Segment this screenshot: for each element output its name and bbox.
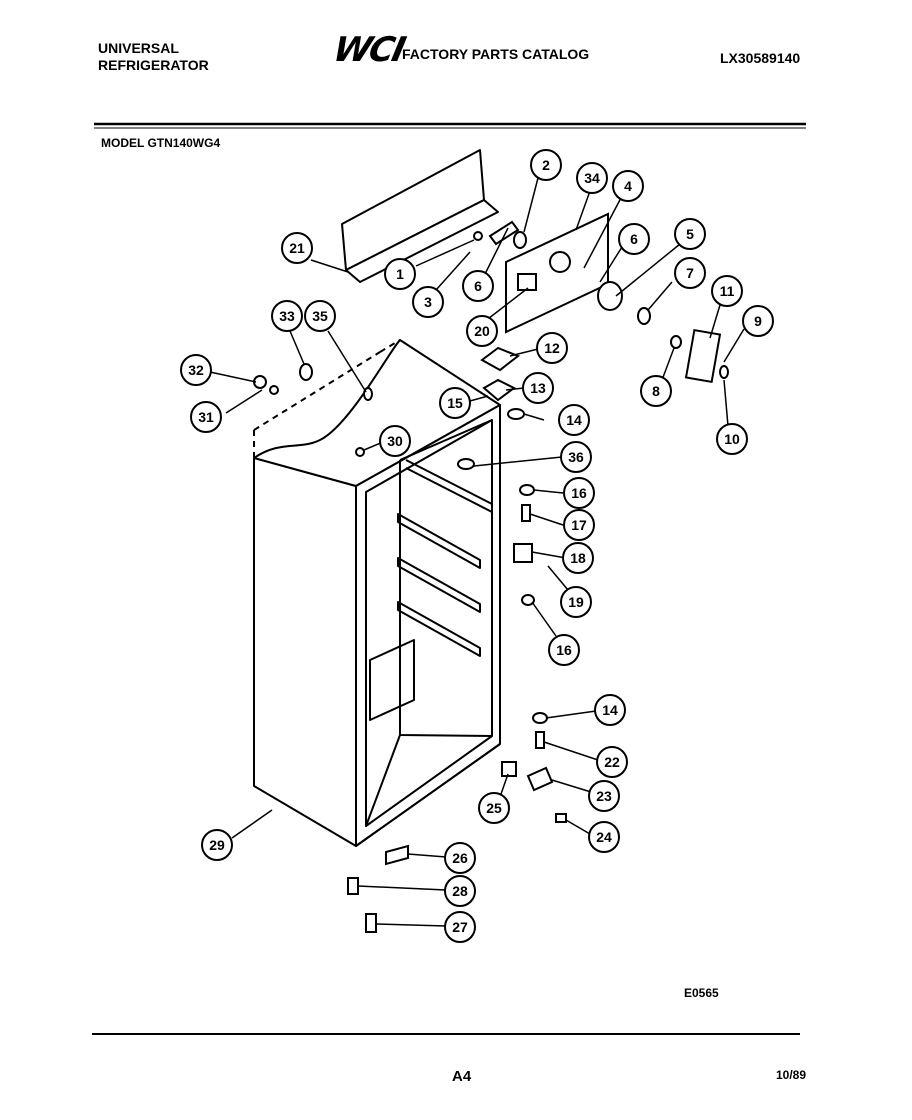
svg-text:31: 31 [198,409,214,425]
callout-18: 18 [562,542,594,574]
callout-21: 21 [281,232,313,264]
callouts: 1 2 3 4 5 6 6 7 8 9 10 11 12 13 14 14 15… [180,149,774,943]
svg-text:5: 5 [686,226,694,242]
small-parts [253,220,729,933]
svg-text:14: 14 [566,412,582,428]
callout-28: 28 [444,875,476,907]
svg-text:32: 32 [188,362,204,378]
svg-text:23: 23 [596,788,612,804]
svg-text:35: 35 [312,308,328,324]
callout-25: 25 [478,792,510,824]
svg-text:6: 6 [630,231,638,247]
refrigerator-cabinet [253,339,501,847]
callout-3: 3 [412,286,444,318]
svg-text:21: 21 [289,240,305,256]
svg-text:13: 13 [530,380,546,396]
callout-34: 34 [576,162,608,194]
diagram-code: E0565 [684,986,719,1000]
svg-text:30: 30 [387,433,403,449]
svg-text:19: 19 [568,594,584,610]
svg-text:15: 15 [447,395,463,411]
svg-text:4: 4 [624,178,632,194]
svg-text:11: 11 [720,283,735,299]
callout-1: 1 [384,258,416,290]
svg-text:24: 24 [596,829,612,845]
svg-text:18: 18 [570,550,586,566]
svg-text:3: 3 [424,294,432,310]
model-label: MODEL GTN140WG4 [101,136,221,150]
callout-15: 15 [439,387,471,419]
svg-text:27: 27 [452,919,468,935]
callout-6a: 6 [618,223,650,255]
callout-19: 19 [560,586,592,618]
page-code: A4 [452,1068,472,1085]
svg-text:8: 8 [652,383,660,399]
callout-29: 29 [201,829,233,861]
callout-20: 20 [466,315,498,347]
svg-text:26: 26 [452,850,468,866]
svg-text:16: 16 [556,642,572,658]
callout-6b: 6 [462,270,494,302]
svg-text:29: 29 [209,837,225,853]
svg-text:7: 7 [686,265,694,281]
top-cover-part [341,149,499,283]
callout-30: 30 [379,425,411,457]
callout-8: 8 [640,375,672,407]
callout-12: 12 [536,332,568,364]
svg-text:6: 6 [474,278,482,294]
svg-text:2: 2 [542,157,550,173]
callout-27: 27 [444,911,476,943]
catalog-number: LX30589140 [720,50,801,66]
brand-block: UNIVERSAL REFRIGERATOR [98,40,209,74]
callout-9: 9 [742,305,774,337]
callout-10: 10 [716,423,748,455]
svg-text:22: 22 [604,754,620,770]
svg-text:14: 14 [602,702,618,718]
leader-lines [209,177,745,927]
svg-text:36: 36 [568,449,584,465]
brand-line-1: UNIVERSAL [98,40,179,56]
brand-line-2: REFRIGERATOR [98,57,209,73]
callout-11: 11 [711,275,743,307]
svg-text:9: 9 [754,313,762,329]
catalog-date: 10/89 [776,1068,807,1082]
callout-17: 17 [563,509,595,541]
control-panel-part [505,212,623,334]
callout-14b: 14 [594,694,626,726]
callout-4: 4 [612,170,644,202]
svg-text:17: 17 [571,517,587,533]
callout-16a: 16 [563,477,595,509]
callout-31: 31 [190,401,222,433]
callout-16b: 16 [548,634,580,666]
callout-13: 13 [522,372,554,404]
svg-text:10: 10 [724,431,740,447]
svg-text:34: 34 [584,170,600,186]
callout-2: 2 [530,149,562,181]
callout-36: 36 [560,441,592,473]
svg-text:33: 33 [279,308,295,324]
callout-24: 24 [588,821,620,853]
callout-32: 32 [180,354,212,386]
callout-7: 7 [674,257,706,289]
catalog-title: FACTORY PARTS CATALOG [402,46,590,62]
svg-text:28: 28 [452,883,468,899]
svg-text:20: 20 [474,323,490,339]
callout-26: 26 [444,842,476,874]
callout-14a: 14 [558,404,590,436]
svg-text:25: 25 [486,800,502,816]
callout-5: 5 [674,218,706,250]
callout-35: 35 [304,300,336,332]
svg-text:12: 12 [544,340,560,356]
callout-33: 33 [271,300,303,332]
svg-text:16: 16 [571,485,587,501]
callout-23: 23 [588,780,620,812]
svg-text:1: 1 [396,266,404,282]
callout-22: 22 [596,746,628,778]
